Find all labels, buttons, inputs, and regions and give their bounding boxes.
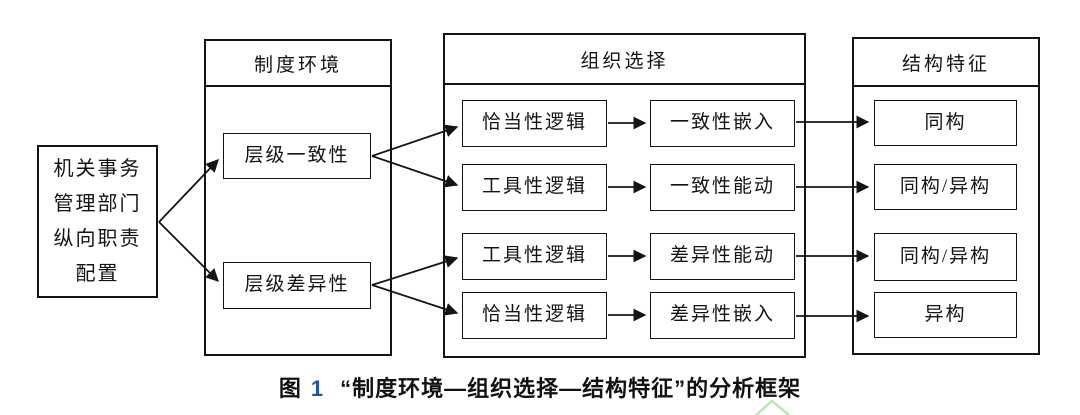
column-organization-header: 组织选择 xyxy=(445,35,804,85)
box-structure-heteromorphic: 异构 xyxy=(874,292,1017,338)
source-box-line: 管理部门 xyxy=(53,192,142,215)
source-box-line: 配置 xyxy=(75,262,120,285)
box-logic-instrumental-2: 工具性逻辑 xyxy=(462,164,607,211)
source-box: 机关事务 管理部门 纵向职责 配置 xyxy=(37,145,158,298)
box-structure-iso-hetero-2: 同构/异构 xyxy=(874,233,1017,281)
figure-caption-number: 1 xyxy=(310,376,325,401)
box-action-difference-agency: 差异性能动 xyxy=(650,233,795,280)
box-logic-appropriateness-4: 恰当性逻辑 xyxy=(462,292,607,339)
box-structure-iso-hetero-1: 同构/异构 xyxy=(874,164,1017,210)
column-institution-header: 制度环境 xyxy=(206,41,390,87)
column-structural-features: 结构特征 xyxy=(852,37,1040,355)
figure-caption-label: 图 xyxy=(278,376,302,401)
box-hierarchy-consistency: 层级一致性 xyxy=(223,133,371,179)
column-structure-header: 结构特征 xyxy=(854,39,1038,87)
box-hierarchy-difference: 层级差异性 xyxy=(223,262,371,309)
box-action-consistency-agency: 一致性能动 xyxy=(650,164,795,211)
box-action-difference-embedding: 差异性嵌入 xyxy=(650,292,795,339)
figure-caption-title: “制度环境—组织选择—结构特征”的分析框架 xyxy=(340,376,802,401)
source-box-line: 机关事务 xyxy=(53,157,142,180)
column-organization-choice: 组织选择 xyxy=(443,33,806,358)
box-structure-isomorphic: 同构 xyxy=(874,100,1017,146)
box-action-consistency-embedding: 一致性嵌入 xyxy=(650,100,795,147)
watermark-caret-mark xyxy=(755,399,790,415)
source-box-line: 纵向职责 xyxy=(53,227,142,250)
box-logic-instrumental-3: 工具性逻辑 xyxy=(462,233,607,280)
box-logic-appropriateness-1: 恰当性逻辑 xyxy=(462,100,607,147)
